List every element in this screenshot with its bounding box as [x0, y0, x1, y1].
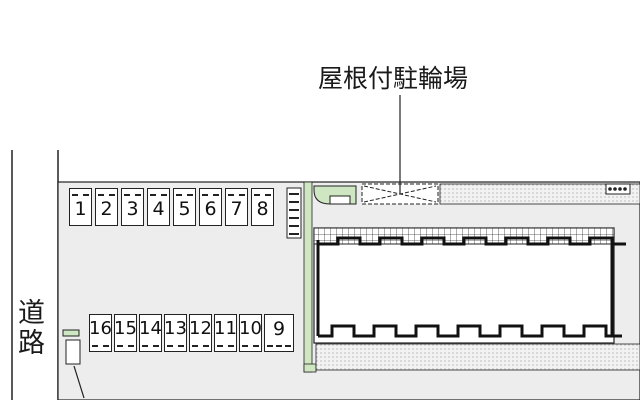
- road-label-1: 道: [18, 298, 45, 329]
- building-bottom-edge: [318, 324, 622, 338]
- dotted-band-bottom: [315, 343, 640, 371]
- parking-slot-3: 3: [121, 188, 144, 226]
- parking-slot-7: 7: [225, 188, 248, 226]
- stairs-marker: [286, 187, 302, 239]
- parking-slot-11: 11: [214, 314, 237, 352]
- parking-slot-1: 1: [69, 188, 92, 226]
- green-marker-entrance: [62, 329, 80, 337]
- parking-slot-8: 8: [251, 188, 274, 226]
- parking-slot-15: 15: [114, 314, 137, 352]
- bicycle-parking-label: 屋根付駐輪場: [318, 64, 469, 93]
- entrance-leader-line: [73, 365, 85, 399]
- road-label-2: 路: [18, 328, 45, 359]
- parking-slot-2: 2: [95, 188, 118, 226]
- building-block: [313, 227, 615, 344]
- parking-slot-13: 13: [164, 314, 187, 352]
- meter-box: [605, 183, 631, 195]
- parking-slot-9: 9: [264, 314, 294, 352]
- dotted-band-top: [439, 183, 640, 205]
- parking-slot-12: 12: [189, 314, 212, 352]
- parking-slot-5: 5: [173, 188, 196, 226]
- parking-slot-6: 6: [199, 188, 222, 226]
- mailbox: [65, 339, 81, 365]
- parking-slot-4: 4: [147, 188, 170, 226]
- parking-slot-14: 14: [139, 314, 162, 352]
- parking-slot-10: 10: [239, 314, 262, 352]
- green-strip-vertical: [303, 181, 313, 373]
- building-top-edge: [318, 236, 626, 246]
- parking-slot-16: 16: [89, 314, 112, 352]
- green-strip-corner: [303, 363, 317, 373]
